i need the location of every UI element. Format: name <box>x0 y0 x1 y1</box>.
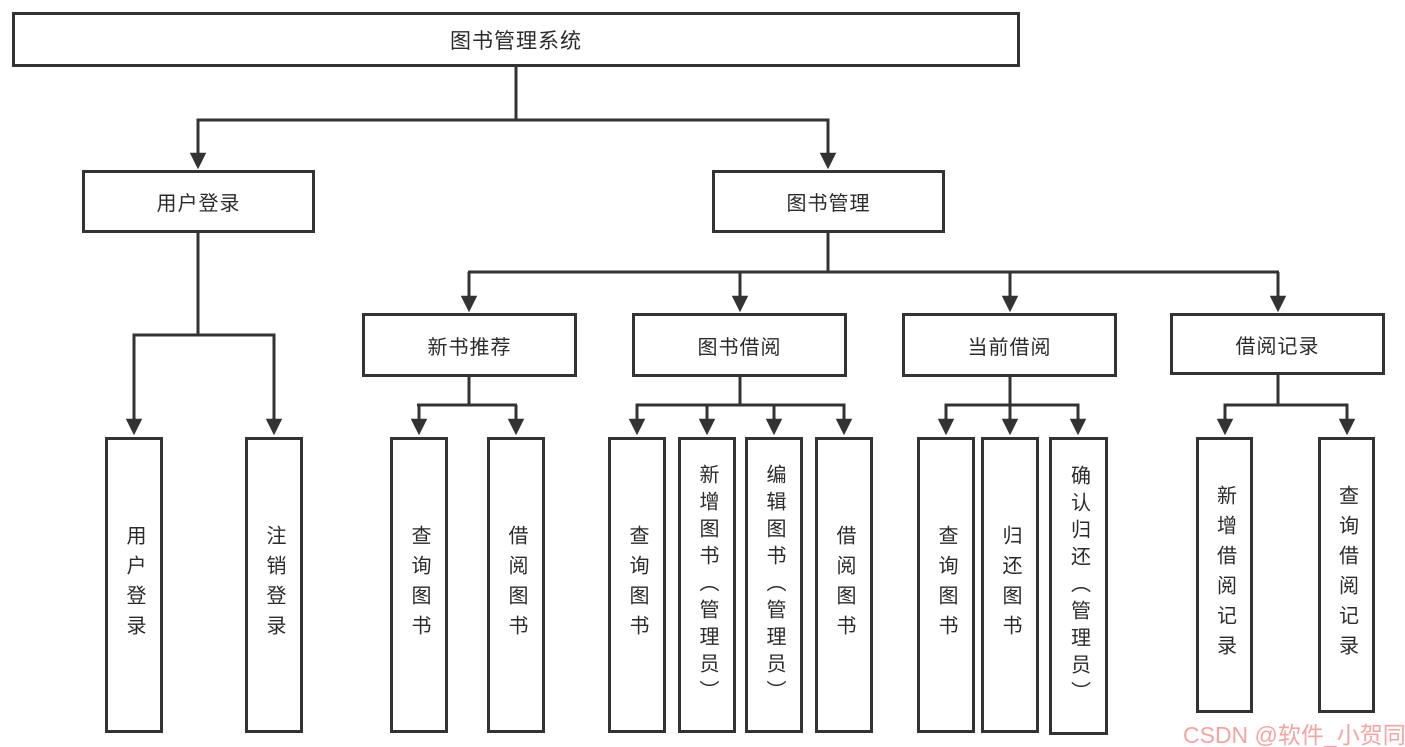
node-book-borrow-label: 图书借阅 <box>697 336 782 359</box>
leaf-return-books-label: 归还图书 <box>999 525 1021 645</box>
node-new-book-recommend: 新书推荐 <box>362 313 577 377</box>
node-user-login-label: 用户登录 <box>156 193 241 215</box>
leaf-current-query-books: 查询图书 <box>917 437 975 733</box>
node-new-book-recommend-label: 新书推荐 <box>427 336 512 359</box>
csdn-watermark: CSDN @软件_小贺同学 <box>1183 722 1405 747</box>
node-book-management: 图书管理 <box>712 170 945 233</box>
node-root: 图书管理系统 <box>12 12 1020 67</box>
leaf-confirm-return-admin: 确认归还（管理员） <box>1049 437 1108 735</box>
node-borrow-records: 借阅记录 <box>1170 313 1385 375</box>
leaf-return-books: 归还图书 <box>981 437 1039 733</box>
leaf-add-borrow-record-label: 新增借阅记录 <box>1213 485 1236 665</box>
leaf-new-query-books-label: 查询图书 <box>408 525 430 645</box>
leaf-borrow-borrow-books-label: 借阅图书 <box>833 525 855 645</box>
node-borrow-records-label: 借阅记录 <box>1235 335 1320 358</box>
leaf-edit-books-admin: 编辑图书（管理员） <box>745 437 803 733</box>
leaf-borrow-query-books: 查询图书 <box>608 437 666 733</box>
node-book-borrow: 图书借阅 <box>632 313 847 377</box>
leaf-query-borrow-record-label: 查询借阅记录 <box>1335 485 1358 665</box>
leaf-new-borrow-books: 借阅图书 <box>487 437 545 733</box>
leaf-add-borrow-record: 新增借阅记录 <box>1196 437 1253 713</box>
leaf-user-login-label: 用户登录 <box>123 525 145 645</box>
node-user-login: 用户登录 <box>82 170 315 233</box>
leaf-add-books-admin-label: 新增图书（管理员） <box>696 463 718 707</box>
node-root-label: 图书管理系统 <box>450 29 582 53</box>
leaf-query-borrow-record: 查询借阅记录 <box>1318 437 1375 713</box>
leaf-confirm-return-admin-label: 确认归还（管理员） <box>1067 464 1090 708</box>
node-book-management-label: 图书管理 <box>786 193 871 215</box>
leaf-logout-label: 注销登录 <box>263 525 285 645</box>
node-current-borrow: 当前借阅 <box>902 313 1117 377</box>
leaf-add-books-admin: 新增图书（管理员） <box>678 437 736 733</box>
leaf-user-login: 用户登录 <box>105 437 163 733</box>
leaf-borrow-query-books-label: 查询图书 <box>626 525 648 645</box>
leaf-new-query-books: 查询图书 <box>390 437 448 733</box>
node-current-borrow-label: 当前借阅 <box>967 336 1052 359</box>
leaf-logout: 注销登录 <box>245 437 303 733</box>
leaf-edit-books-admin-label: 编辑图书（管理员） <box>763 463 785 707</box>
leaf-current-query-books-label: 查询图书 <box>935 525 957 645</box>
leaf-borrow-borrow-books: 借阅图书 <box>815 437 873 733</box>
leaf-new-borrow-books-label: 借阅图书 <box>505 525 527 645</box>
